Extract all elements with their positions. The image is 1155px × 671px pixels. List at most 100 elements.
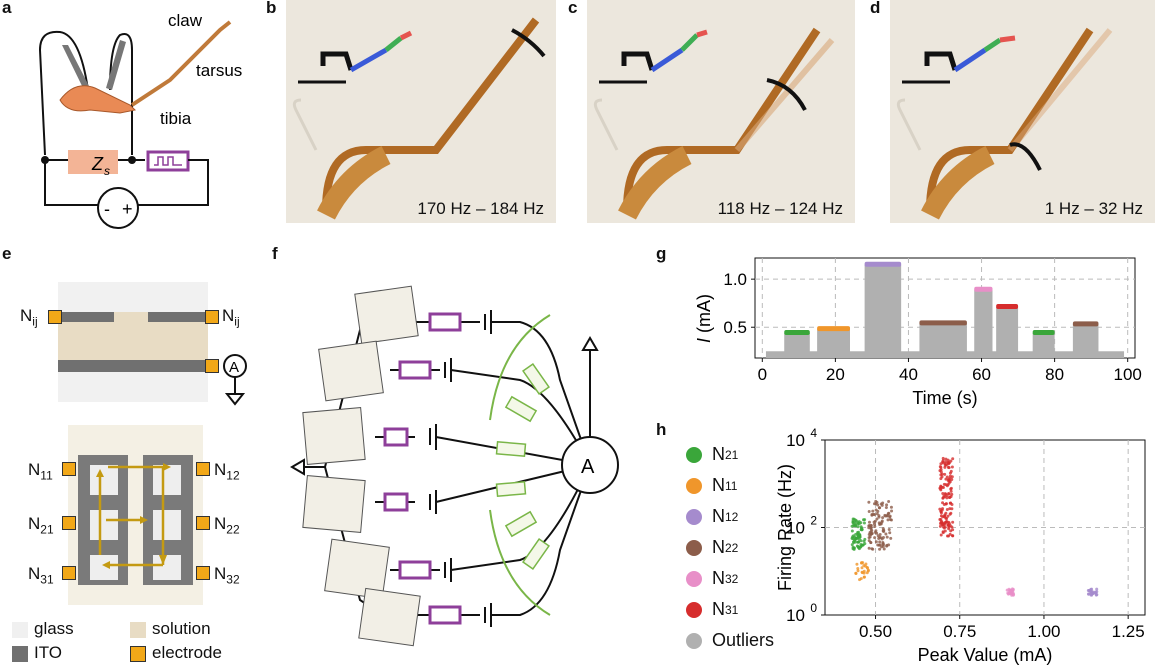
scatter-point xyxy=(949,529,953,533)
scatter-point xyxy=(1005,588,1009,592)
electrode-icon xyxy=(196,516,210,530)
legend-glass: glass xyxy=(34,619,74,638)
ammeter-icon: A xyxy=(223,354,247,406)
scatter-point xyxy=(949,501,953,505)
scatter-point xyxy=(879,536,883,540)
scatter-point xyxy=(855,562,859,566)
peak-marker xyxy=(974,286,993,292)
scatter-point xyxy=(868,535,872,539)
scatter-point xyxy=(948,532,952,536)
scatter-point xyxy=(874,499,878,503)
scatter-point xyxy=(941,501,945,505)
scatter-point xyxy=(856,566,860,570)
scatter-point xyxy=(939,514,943,518)
scatter-point xyxy=(872,502,876,506)
legend-ito: ITO xyxy=(34,643,63,662)
scatter-cluster xyxy=(854,561,870,582)
y-tick-exponent: 2 xyxy=(810,514,817,528)
scatter-point xyxy=(867,539,871,543)
scatter-point xyxy=(856,540,860,544)
ground-icon xyxy=(290,458,305,476)
node-label-n12: N12 xyxy=(214,460,240,483)
scatter-point xyxy=(1088,589,1092,593)
scatter-cluster xyxy=(938,456,955,538)
scatter-point xyxy=(888,531,892,535)
scatter-point xyxy=(1094,593,1098,597)
scatter-point xyxy=(885,503,889,507)
scatter-point xyxy=(946,460,950,464)
scatter-point xyxy=(881,542,885,546)
x-tick-label: 100 xyxy=(1114,365,1142,384)
electrode-icon xyxy=(205,310,219,324)
electrode-icon xyxy=(62,462,76,476)
peak-marker xyxy=(784,330,810,335)
scatter-point xyxy=(883,514,887,518)
scatter-point xyxy=(857,520,861,524)
scatter-point xyxy=(852,538,856,542)
scatter-point xyxy=(875,531,879,535)
legend-label: N xyxy=(712,475,725,495)
scatter-point xyxy=(941,491,945,495)
scatter-point xyxy=(881,516,885,520)
scatter-point xyxy=(949,489,953,493)
x-axis-label: Time (s) xyxy=(912,388,977,408)
scatter-point xyxy=(877,537,881,541)
scatter-point xyxy=(1095,587,1099,591)
x-tick-label: 80 xyxy=(1045,365,1064,384)
electrode-swatch xyxy=(130,646,146,662)
legend-subscript: 21 xyxy=(725,447,739,462)
scatter-point xyxy=(940,520,944,524)
scatter-point xyxy=(887,511,891,515)
ito-bottom xyxy=(58,360,208,372)
legend-item: Outliers xyxy=(686,630,774,651)
legend-solution: solution xyxy=(152,619,211,638)
scatter-point xyxy=(876,534,880,538)
scatter-point xyxy=(862,518,866,522)
scatter-point xyxy=(887,500,891,504)
x-tick-label: 20 xyxy=(826,365,845,384)
scatter-point xyxy=(872,513,876,517)
scatter-point xyxy=(874,540,878,544)
scatter-point xyxy=(860,561,864,565)
panel-label-c: c xyxy=(568,0,578,17)
scatter-point xyxy=(873,536,877,540)
scatter-point xyxy=(945,534,949,538)
legend-label: N xyxy=(712,537,725,557)
scatter-point xyxy=(889,505,893,509)
scatter-point xyxy=(941,496,945,500)
scatter-point xyxy=(947,496,951,500)
scatter-point xyxy=(860,528,864,532)
scatter-point xyxy=(939,465,943,469)
scatter-point xyxy=(854,532,858,536)
scatter-point xyxy=(866,569,870,573)
scatter-point xyxy=(889,536,893,540)
scatter-point xyxy=(949,486,953,490)
scatter-point xyxy=(870,547,874,551)
scatter-point xyxy=(951,534,955,538)
node-label-n32: N32 xyxy=(214,564,240,587)
legend-marker xyxy=(686,508,702,525)
x-axis-label: Peak Value (mA) xyxy=(918,645,1053,665)
legend-marker xyxy=(686,601,702,618)
scatter-point xyxy=(938,524,942,528)
scatter-point xyxy=(869,532,873,536)
scatter-point xyxy=(890,509,894,513)
scatter-cluster xyxy=(1086,587,1099,597)
electrode-icon xyxy=(205,359,219,373)
scatter-point xyxy=(853,522,857,526)
scatter-point xyxy=(951,520,955,524)
scatter-point xyxy=(876,543,880,547)
scatter-point xyxy=(945,494,949,498)
scatter-point xyxy=(950,475,954,479)
current-pulse xyxy=(1032,333,1055,358)
y-tick-label: 10 xyxy=(786,519,805,538)
scatter-point xyxy=(947,477,951,481)
scatter-point xyxy=(1008,590,1012,594)
freq-range-c: 118 Hz – 124 Hz xyxy=(717,199,843,218)
ammeter-icon xyxy=(561,436,619,494)
svg-text:-: - xyxy=(104,199,110,219)
electrode-icon xyxy=(62,566,76,580)
